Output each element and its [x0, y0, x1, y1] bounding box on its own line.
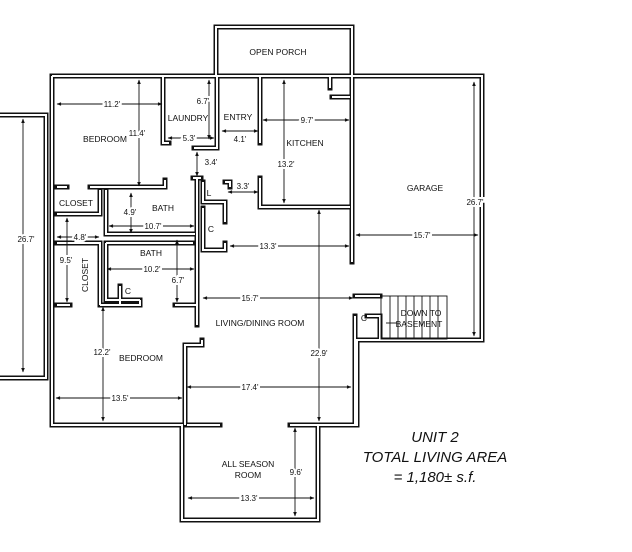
- dim-label: 22.9': [310, 349, 328, 358]
- dim-label: 13.3': [259, 242, 277, 251]
- dim-label: 9.5': [60, 256, 73, 265]
- walls-outline: [0, 27, 482, 520]
- room-labels: OPEN PORCH BEDROOM LAUNDRY ENTRY KITCHEN…: [59, 47, 444, 480]
- dim-label: 15.7': [413, 231, 431, 240]
- garage-label: GARAGE: [407, 183, 444, 193]
- all-season-label-line1: ALL SEASON: [222, 459, 275, 469]
- linen-closet-label: L: [207, 188, 212, 198]
- dim-label: 26.7': [17, 235, 35, 244]
- bedroom-2-label: BEDROOM: [119, 353, 163, 363]
- living-dining-label: LIVING/DINING ROOM: [216, 318, 305, 328]
- dim-label: 17.4': [241, 383, 259, 392]
- dim-label: 11.4': [129, 129, 146, 138]
- kitchen-label: KITCHEN: [286, 138, 323, 148]
- dim-label: 4.9': [124, 208, 137, 217]
- dimension-labels: 11.2' 11.4' 6.7' 5.3' 4.1' 9.7' 13.2' 3.…: [15, 95, 486, 505]
- dim-label: 26.7': [466, 198, 484, 207]
- walls-fill: [0, 26, 483, 521]
- total-living-area-label: TOTAL LIVING AREA: [363, 449, 508, 466]
- dim-label: 4.8': [74, 233, 87, 242]
- dim-label: 6.7': [172, 276, 185, 285]
- bath-2-label: BATH: [140, 248, 162, 258]
- dim-label: 6.7': [197, 97, 210, 106]
- dim-label: 10.7': [144, 222, 162, 231]
- dim-label: 4.1': [234, 135, 247, 144]
- closet-c3-label: C: [361, 313, 367, 323]
- stairs: [380, 295, 448, 340]
- laundry-label: LAUNDRY: [168, 113, 209, 123]
- area-value: = 1,180± s.f.: [394, 469, 477, 486]
- closet-2-label: CLOSET: [80, 258, 90, 292]
- dim-label: 9.7': [301, 116, 314, 125]
- dim-label: 9.6': [290, 468, 303, 477]
- stairs-label-line1: DOWN TO: [401, 308, 442, 318]
- dim-label: 10.2': [143, 265, 161, 274]
- dim-label: 12.2': [93, 348, 111, 357]
- area-summary: UNIT 2 TOTAL LIVING AREA = 1,180± s.f.: [363, 429, 508, 486]
- dim-label: 13.5': [111, 394, 129, 403]
- stairs-label-line2: BASEMENT: [396, 319, 443, 329]
- dim-label: 3.4': [205, 158, 218, 167]
- closet-c2-label: C: [125, 286, 131, 296]
- entry-label: ENTRY: [224, 112, 253, 122]
- dim-label: 3.3': [237, 182, 250, 191]
- bath-1-label: BATH: [152, 203, 174, 213]
- dim-label: 13.3': [240, 494, 258, 503]
- closet-1-label: CLOSET: [59, 198, 93, 208]
- closet-c1-label: C: [208, 224, 214, 234]
- dim-label: 13.2': [277, 160, 295, 169]
- unit-label: UNIT 2: [411, 429, 459, 446]
- all-season-label-line2: ROOM: [235, 470, 261, 480]
- bedroom-1-label: BEDROOM: [83, 134, 127, 144]
- dim-label: 15.7': [241, 294, 259, 303]
- dim-label: 11.2': [104, 100, 121, 109]
- dimension-lines: [21, 79, 479, 517]
- open-porch-label: OPEN PORCH: [249, 47, 306, 57]
- dim-label: 5.3': [183, 134, 196, 143]
